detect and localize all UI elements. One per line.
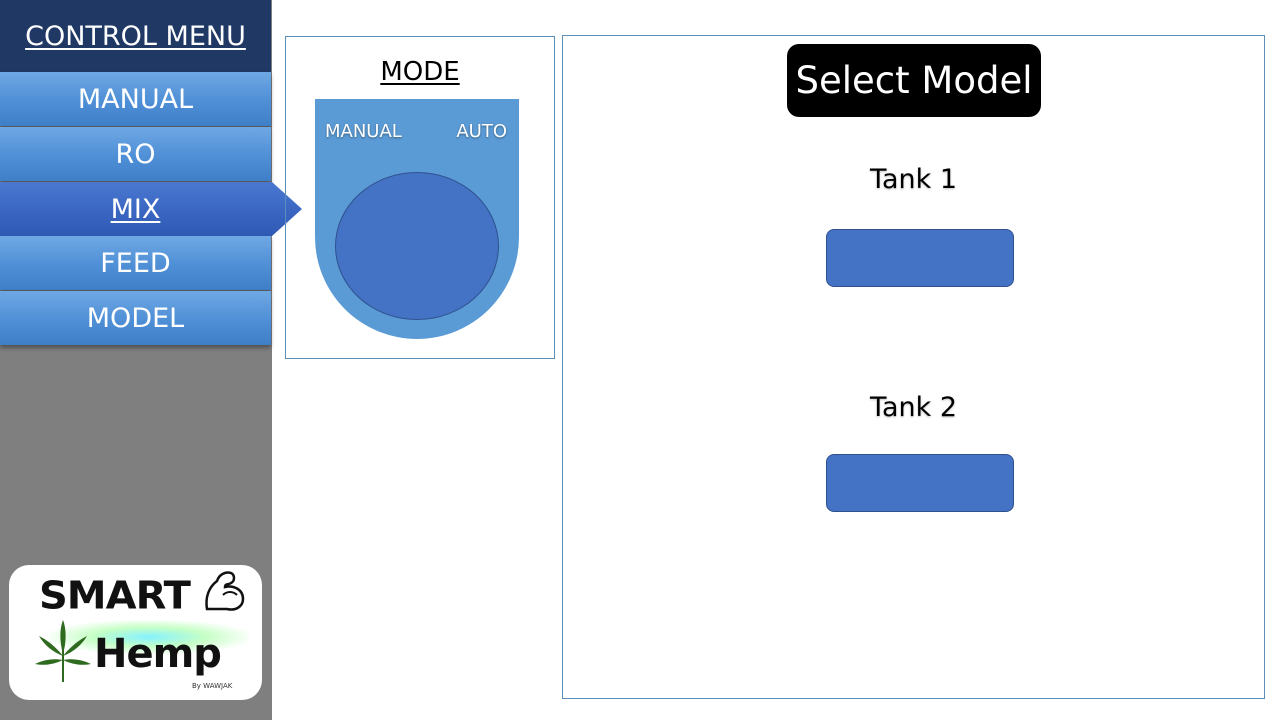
logo-glow xyxy=(49,620,249,654)
menu-item-label: MODEL xyxy=(86,302,185,334)
mode-option-manual: MANUAL xyxy=(325,121,402,142)
logo-text-hemp: Hemp xyxy=(94,631,222,677)
tank-1-button[interactable] xyxy=(826,229,1014,287)
menu-item-feed[interactable]: FEED xyxy=(0,236,271,290)
menu-item-label: RO xyxy=(115,138,156,170)
logo-byline: By WAWJAK xyxy=(192,682,233,690)
mode-selector-knob[interactable] xyxy=(335,172,499,320)
menu-item-model[interactable]: MODEL xyxy=(0,291,271,345)
menu-item-label: FEED xyxy=(100,247,171,279)
mode-panel: MODE MANUAL AUTO xyxy=(285,36,555,359)
mode-selector-switch: MANUAL AUTO xyxy=(315,99,519,339)
flexed-arm-icon xyxy=(205,571,245,611)
menu-item-manual[interactable]: MANUAL xyxy=(0,72,271,126)
mode-title-text: MODE xyxy=(380,57,460,87)
cannabis-leaf-icon xyxy=(35,620,91,682)
tank-2-button[interactable] xyxy=(826,454,1014,512)
tank-2-label: Tank 2 xyxy=(869,392,958,423)
model-panel: Select Model Tank 1 Tank 2 xyxy=(562,35,1265,699)
control-menu-header: CONTROL MENU xyxy=(0,0,271,72)
tank-1-label: Tank 1 xyxy=(869,164,958,195)
mode-option-auto: AUTO xyxy=(456,121,507,142)
select-model-title: Select Model xyxy=(787,44,1041,117)
menu-item-label: MIX xyxy=(110,193,161,225)
menu-item-ro[interactable]: RO xyxy=(0,127,271,181)
sidebar: CONTROL MENU MANUAL RO MIX FEED MODEL SM… xyxy=(0,0,302,720)
control-menu-title: CONTROL MENU xyxy=(25,20,246,52)
mode-title: MODE xyxy=(286,57,554,87)
logo-text-smart: SMART xyxy=(39,574,191,618)
smart-hemp-logo: SMART Hemp By WAWJAK xyxy=(9,565,262,700)
menu-item-label: MANUAL xyxy=(77,83,194,115)
menu-item-mix[interactable]: MIX xyxy=(0,182,302,236)
